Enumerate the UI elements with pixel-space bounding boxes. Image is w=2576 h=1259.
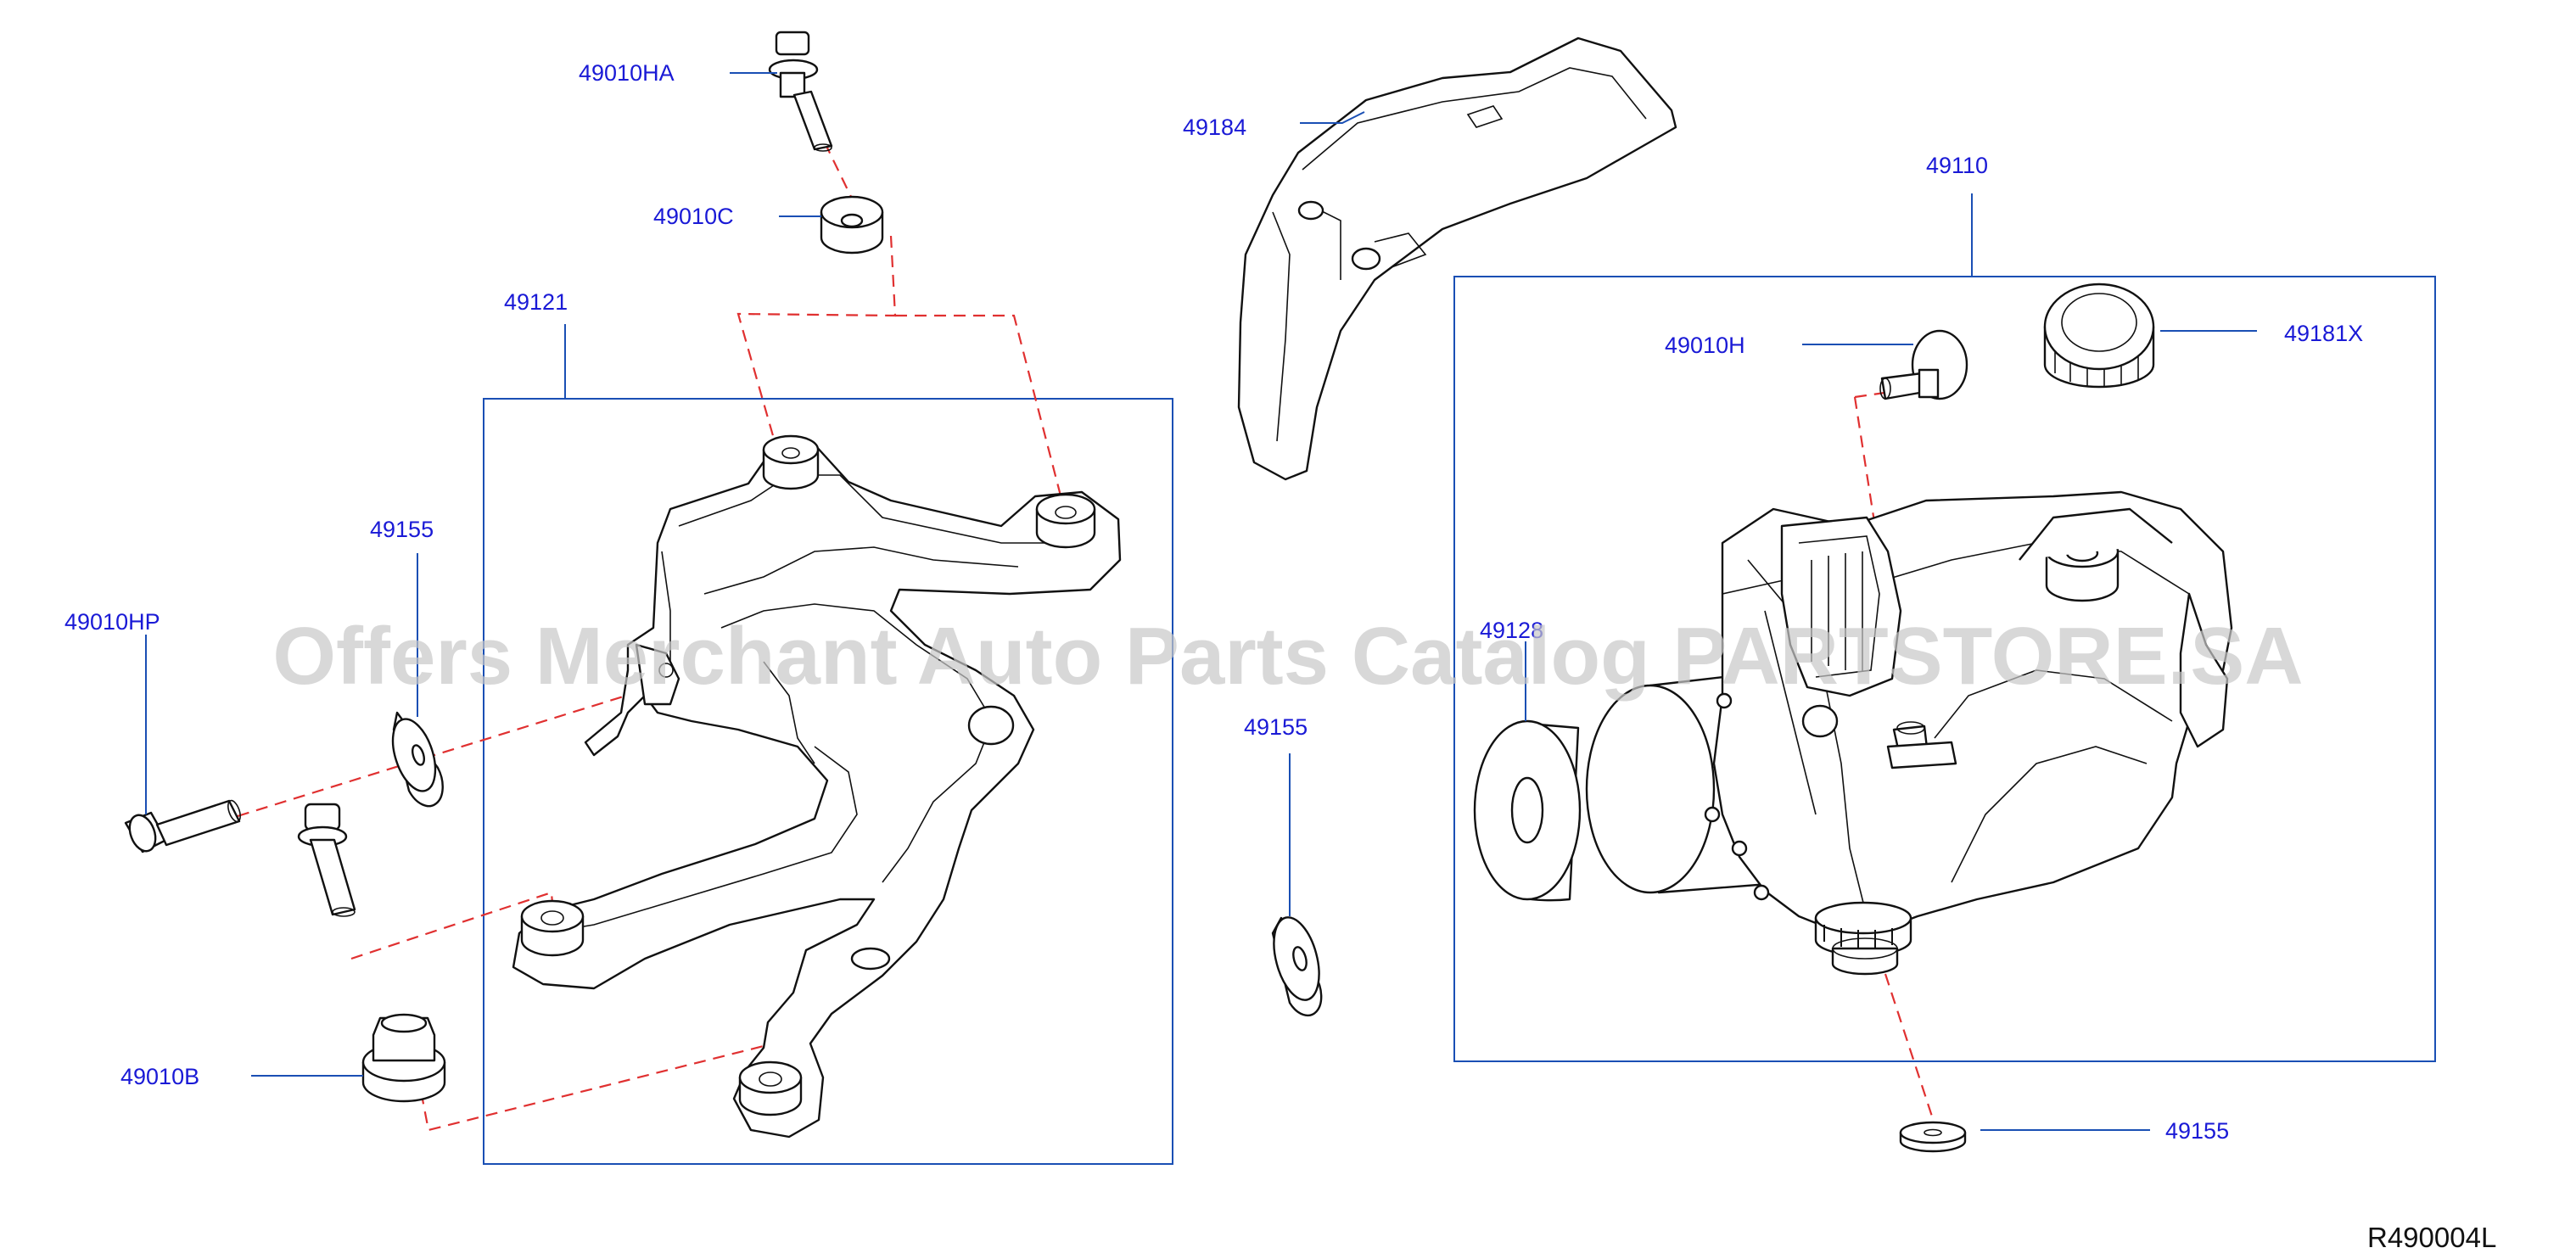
actuator-group-box xyxy=(1453,276,2436,1062)
washer-49155-bottom-right-icon xyxy=(1899,1121,1967,1153)
label-bolt-49010HP: 49010HP xyxy=(64,609,160,635)
cap-49181X-icon xyxy=(2043,283,2155,389)
bolt-49010HP-icon xyxy=(124,799,241,853)
leader-lines xyxy=(145,72,2257,1131)
label-nut-49010B: 49010B xyxy=(120,1064,199,1089)
label-cap-49181X: 49181X xyxy=(2284,321,2363,346)
washer-49155-middle-icon xyxy=(1271,916,1323,1017)
bolt-middle-left-icon xyxy=(297,803,356,917)
cover-49184-icon xyxy=(1237,36,1677,481)
label-washer-49155-middle: 49155 xyxy=(1244,714,1308,740)
bracket-49121-icon xyxy=(512,434,1122,1139)
washer-49155-left-icon xyxy=(391,711,444,808)
insulator-49128-icon xyxy=(1473,719,1582,902)
label-bolt-49010HA: 49010HA xyxy=(579,60,675,86)
label-bolt-49010H: 49010H xyxy=(1665,333,1745,358)
label-washer-49155-bottom-right: 49155 xyxy=(2165,1118,2229,1144)
nut-49010B-icon xyxy=(361,1013,446,1103)
label-insulator-49010C: 49010C xyxy=(653,204,734,229)
assembly-dashed-lines xyxy=(237,142,1936,1132)
diagram-reference-code: R490004L xyxy=(2367,1222,2496,1253)
label-washer-49155-left: 49155 xyxy=(370,517,434,542)
part-labels: 49010HA 49010C 49121 49155 49010HP 49010… xyxy=(64,60,2363,1144)
bolt-49010HA-icon xyxy=(768,31,833,152)
bracket-group-box xyxy=(483,398,1173,1165)
abs-actuator-49110-icon xyxy=(1585,490,2233,976)
label-bracket-49121: 49121 xyxy=(504,289,568,315)
label-actuator-49110: 49110 xyxy=(1926,153,1988,178)
insulator-49010C-icon xyxy=(820,195,884,255)
watermark: Offers Merchant Auto Parts Catalog PARTS… xyxy=(272,611,2303,702)
label-cover-49184: 49184 xyxy=(1183,115,1246,140)
label-insulator-49128: 49128 xyxy=(1480,618,1543,643)
bolt-49010H-icon xyxy=(1879,329,1968,400)
